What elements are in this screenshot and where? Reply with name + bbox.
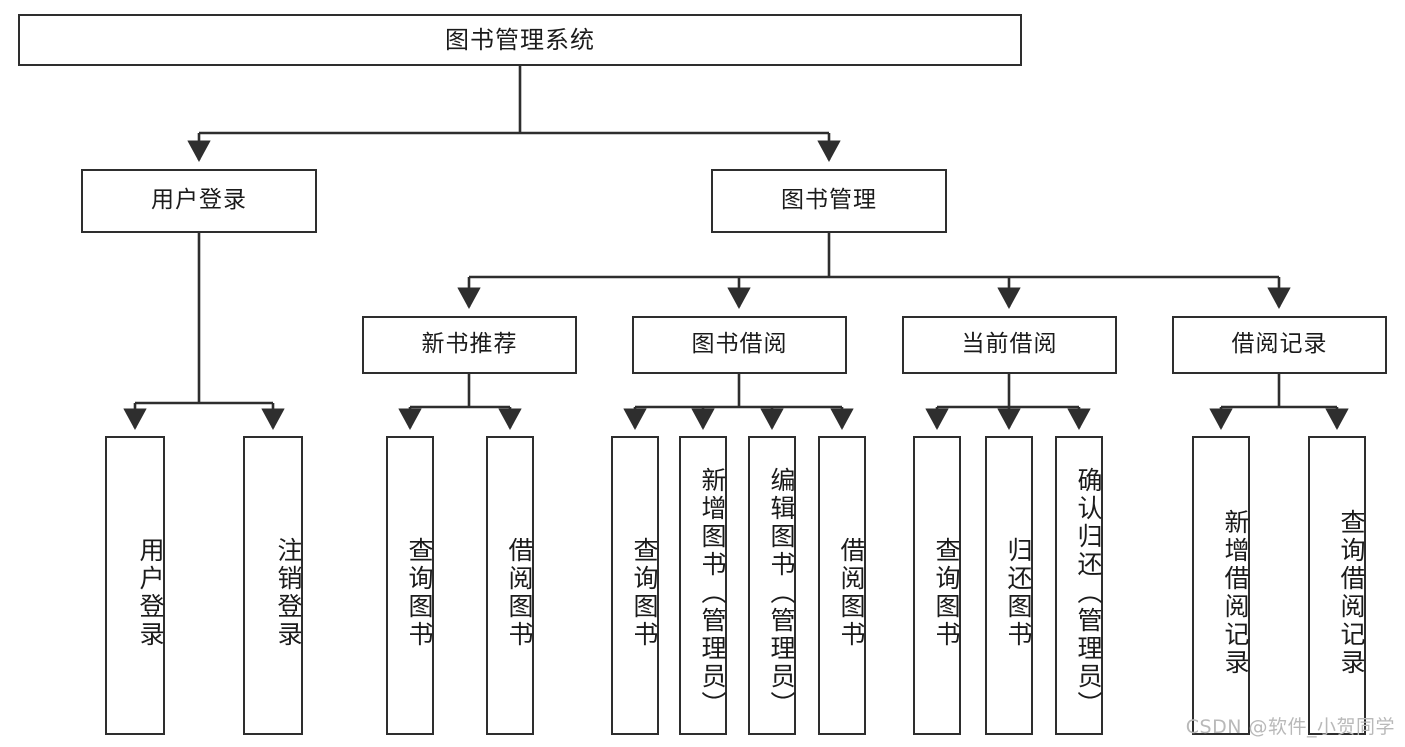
leaf-label: 查询借阅记录 [1337, 508, 1366, 677]
leaf-query-book-1[interactable]: 查询图书 [386, 436, 434, 735]
leaf-label: 查询图书 [405, 536, 434, 649]
leaf-label: 借阅图书 [505, 536, 534, 649]
leaf-label: 用户登录 [136, 536, 165, 649]
leaf-query-book-2[interactable]: 查询图书 [611, 436, 659, 735]
leaf-user-logout[interactable]: 注销登录 [243, 436, 303, 735]
leaf-label: 借阅图书 [837, 536, 866, 649]
leaf-query-record[interactable]: 查询借阅记录 [1308, 436, 1366, 735]
leaf-add-record[interactable]: 新增借阅记录 [1192, 436, 1250, 735]
leaf-label: 注销登录 [274, 536, 303, 649]
leaf-label: 归还图书 [1004, 536, 1033, 649]
leaf-label: 新增图书（管理员） [698, 466, 727, 719]
leaf-confirm-return[interactable]: 确认归还（管理员） [1055, 436, 1103, 735]
leaf-label: 编辑图书（管理员） [767, 466, 796, 719]
node-new-book-rec[interactable]: 新书推荐 [362, 316, 577, 374]
leaf-label: 查询图书 [630, 536, 659, 649]
node-current-borrow[interactable]: 当前借阅 [902, 316, 1117, 374]
node-book-borrow[interactable]: 图书借阅 [632, 316, 847, 374]
leaf-label: 确认归还（管理员） [1074, 466, 1103, 719]
leaf-borrow-book-2[interactable]: 借阅图书 [818, 436, 866, 735]
leaf-edit-book[interactable]: 编辑图书（管理员） [748, 436, 796, 735]
leaf-query-book-3[interactable]: 查询图书 [913, 436, 961, 735]
leaf-return-book[interactable]: 归还图书 [985, 436, 1033, 735]
leaf-label: 查询图书 [932, 536, 961, 649]
node-borrow-record[interactable]: 借阅记录 [1172, 316, 1387, 374]
leaf-borrow-book-1[interactable]: 借阅图书 [486, 436, 534, 735]
leaf-add-book[interactable]: 新增图书（管理员） [679, 436, 727, 735]
leaf-user-login[interactable]: 用户登录 [105, 436, 165, 735]
node-root-system[interactable]: 图书管理系统 [18, 14, 1022, 66]
node-user-login[interactable]: 用户登录 [81, 169, 317, 233]
node-book-manage[interactable]: 图书管理 [711, 169, 947, 233]
leaf-label: 新增借阅记录 [1221, 508, 1250, 677]
